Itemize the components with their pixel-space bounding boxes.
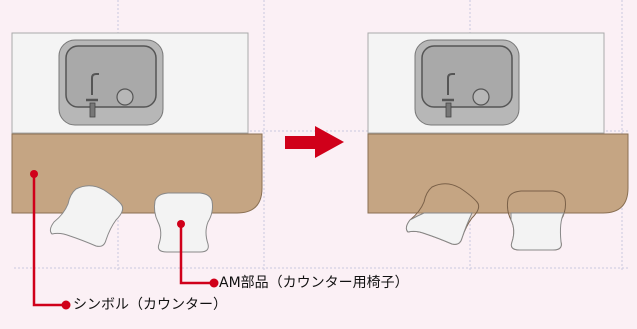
bar-chair-lower (405, 212, 473, 245)
counter-symbol-right (367, 133, 629, 214)
bar-chair-lower (510, 212, 565, 251)
callout-am-part-leader (177, 220, 219, 288)
after-panel (367, 32, 629, 251)
sink-icon (414, 39, 520, 126)
callout-symbol-leader (30, 170, 71, 310)
right-arrow-icon (285, 126, 344, 158)
callout-label-symbol: シンボル（カウンター） (73, 297, 227, 313)
counter-symbol-left (11, 133, 263, 214)
bar-chair-icon (49, 185, 124, 247)
before-panel (11, 32, 263, 253)
callout-label-am-part: AM部品（カウンター用椅子） (219, 275, 409, 291)
sink-icon (58, 39, 164, 126)
